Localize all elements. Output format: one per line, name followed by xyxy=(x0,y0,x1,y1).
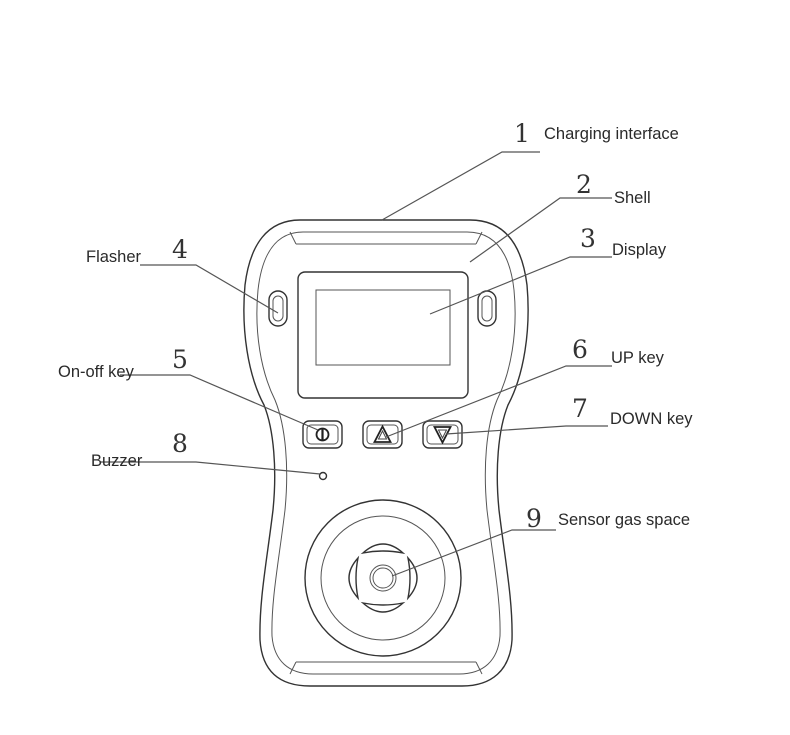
leader-8 xyxy=(100,461,321,475)
callout-number-3: 3 xyxy=(580,224,596,253)
leader-5 xyxy=(120,374,319,431)
callout-number-2: 2 xyxy=(576,170,592,199)
leader-6 xyxy=(385,365,612,438)
callout-label-2: Shell xyxy=(614,189,651,207)
triangle-up-icon xyxy=(373,424,392,443)
bottom-band-left-edge xyxy=(289,661,297,675)
leader-2 xyxy=(469,197,612,263)
triangle-down-icon xyxy=(433,426,452,445)
leader-9 xyxy=(391,529,556,577)
callout-number-6: 6 xyxy=(572,335,588,364)
down-key[interactable] xyxy=(422,420,463,449)
top-band-left-edge xyxy=(289,231,297,245)
callout-labels: Charging interface Shell Display Flasher… xyxy=(58,125,693,529)
shell-outline xyxy=(243,219,529,687)
top-band-right-edge xyxy=(475,231,483,245)
leader-4 xyxy=(140,264,279,314)
callout-number-7: 7 xyxy=(572,394,588,423)
vent-top xyxy=(360,543,406,555)
buzzer-hole-icon xyxy=(318,471,328,481)
shell-inner-outline xyxy=(256,231,516,675)
display-frame xyxy=(297,271,469,399)
flasher-left-icon xyxy=(268,290,288,327)
callout-label-6: UP key xyxy=(611,349,665,367)
callout-number-1: 1 xyxy=(514,119,530,148)
flasher-right-icon xyxy=(477,290,497,327)
callout-label-3: Display xyxy=(612,241,667,259)
callout-label-1: Charging interface xyxy=(544,125,679,143)
on-off-key[interactable] xyxy=(302,420,343,449)
leader-3 xyxy=(429,256,612,315)
callout-label-8: Buzzer xyxy=(91,452,143,470)
vent-bottom xyxy=(360,601,406,613)
callout-label-4: Flasher xyxy=(86,248,142,266)
leader-lines xyxy=(100,151,612,577)
up-key[interactable] xyxy=(362,420,403,449)
callout-number-4: 4 xyxy=(172,235,188,264)
device xyxy=(243,219,529,687)
callout-label-5: On-off key xyxy=(58,363,135,381)
leader-7 xyxy=(445,425,608,435)
display-screen xyxy=(315,289,451,366)
vent-right xyxy=(406,555,418,601)
power-icon xyxy=(315,427,330,442)
callout-number-8: 8 xyxy=(172,429,188,458)
sensor-gas-space xyxy=(304,499,462,657)
callout-number-5: 5 xyxy=(172,345,188,374)
vent-left xyxy=(348,555,360,601)
callout-number-9: 9 xyxy=(526,504,542,533)
callout-label-7: DOWN key xyxy=(610,410,693,428)
bottom-band-right-edge xyxy=(475,661,483,675)
leader-1 xyxy=(381,151,540,221)
callout-numbers: 1 2 3 4 5 6 7 8 9 xyxy=(172,119,596,533)
callout-label-9: Sensor gas space xyxy=(558,511,690,529)
